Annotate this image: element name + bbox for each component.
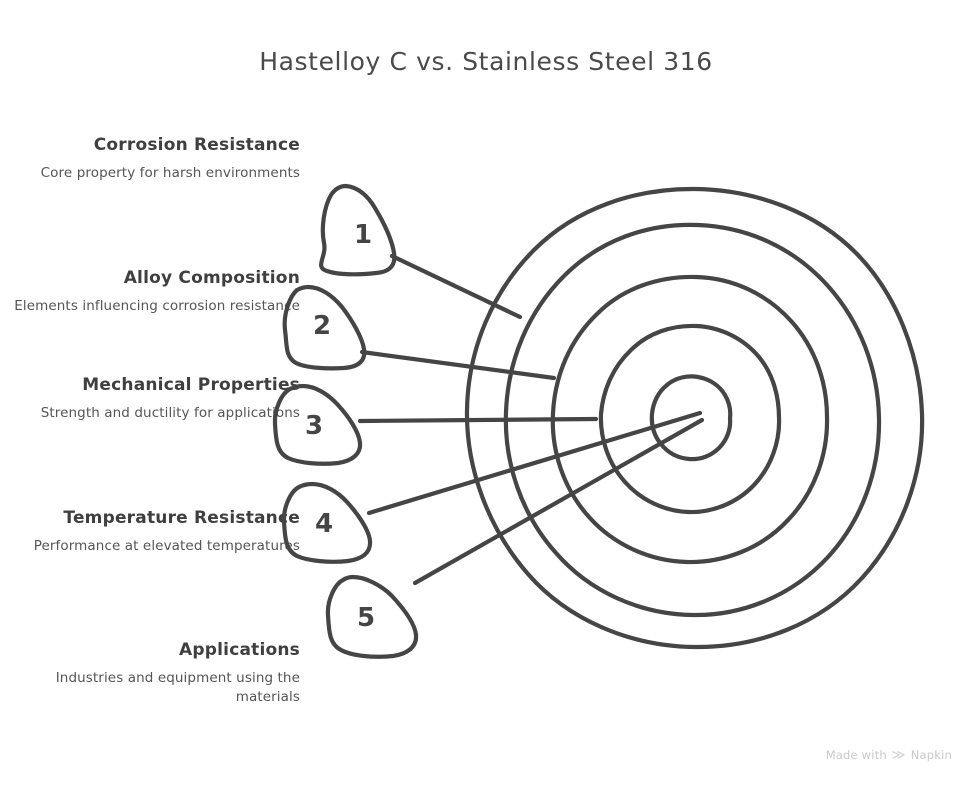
dart-2-head xyxy=(282,284,367,371)
dart-5-shaft xyxy=(412,417,705,586)
label-title-2: Alloy Composition xyxy=(123,268,300,288)
dart-4-head xyxy=(281,481,373,564)
target-ring-outer-1 xyxy=(464,186,925,650)
dart-5-head xyxy=(325,574,419,659)
watermark-prefix: Made with xyxy=(825,748,887,762)
dart-1-shaft xyxy=(389,253,523,320)
watermark: Made with ≫ Napkin xyxy=(826,748,952,762)
label-title-4: Temperature Resistance xyxy=(63,508,300,528)
label-block-1: Corrosion Resistance Core property for h… xyxy=(0,133,300,183)
label-block-5: Applications Industries and equipment us… xyxy=(0,638,300,707)
target-ring-4 xyxy=(598,323,782,515)
label-desc-2: Elements influencing corrosion resistanc… xyxy=(14,298,300,314)
dart-1-head xyxy=(319,183,397,277)
page-title: Hastelloy C vs. Stainless Steel 316 xyxy=(259,47,713,76)
label-desc-3: Strength and ductility for applications xyxy=(40,405,300,421)
target-ring-3 xyxy=(550,274,830,565)
label-title-5: Applications xyxy=(179,640,300,660)
label-title-3: Mechanical Properties xyxy=(82,375,300,395)
label-desc-1: Core property for harsh environments xyxy=(40,165,300,181)
label-block-4: Temperature Resistance Performance at el… xyxy=(0,506,300,556)
dart-number-5: 5 xyxy=(357,603,375,633)
target-ring-2 xyxy=(503,222,882,618)
dart-number-2: 2 xyxy=(313,311,331,341)
label-block-3: Mechanical Properties Strength and ducti… xyxy=(0,373,300,423)
watermark-brand: Napkin xyxy=(910,748,952,762)
label-desc-4: Performance at elevated temperatures xyxy=(33,538,300,554)
dart-2-shaft xyxy=(359,349,557,381)
dart-3-head xyxy=(272,383,363,466)
label-desc-5: Industries and equipment using the mater… xyxy=(55,670,300,705)
target-ring-bullseye xyxy=(649,374,733,462)
dart-number-4: 4 xyxy=(315,509,333,539)
dart-4-shaft xyxy=(366,410,703,516)
label-title-1: Corrosion Resistance xyxy=(93,135,300,155)
dart-3-shaft xyxy=(357,416,599,424)
label-block-2: Alloy Composition Elements influencing c… xyxy=(0,266,300,316)
dart-number-1: 1 xyxy=(354,220,372,250)
napkin-logo-icon: ≫ xyxy=(891,747,906,763)
dart-number-3: 3 xyxy=(305,411,323,441)
